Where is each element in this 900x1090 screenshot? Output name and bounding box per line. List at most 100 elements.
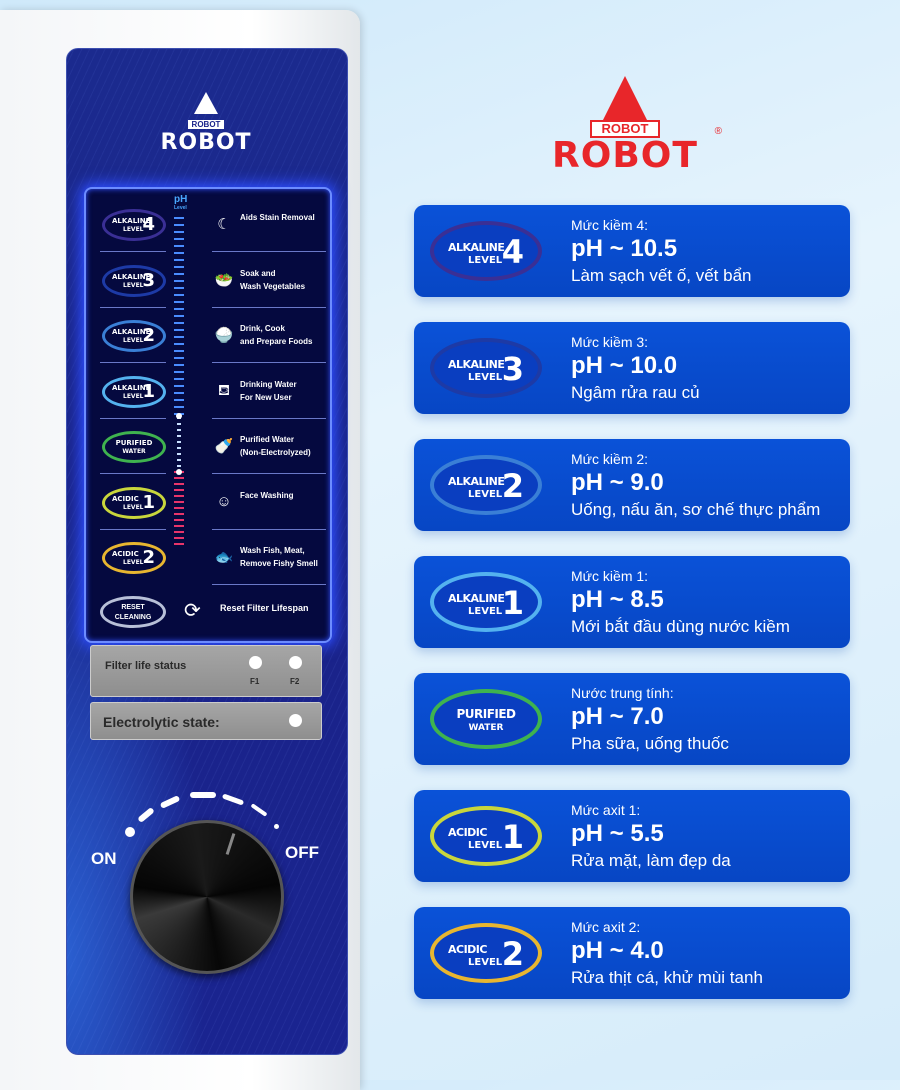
- badge-bottom-text: LEVEL: [468, 957, 503, 968]
- badge-number: 3: [501, 350, 524, 388]
- badge-bottom-text: LEVEL: [468, 606, 503, 617]
- vegetable-bowl-icon: 🥗: [214, 271, 234, 289]
- ph-label: pH: [174, 194, 188, 205]
- ph-scale-neutral: [177, 417, 181, 467]
- reset-filter-label: Reset Filter Lifespan: [220, 603, 309, 613]
- filter-life-status-box: Filter life status F1 F2: [90, 645, 322, 697]
- badge-top-text: PURIFIED: [456, 707, 516, 721]
- refresh-icon: ⟳: [184, 600, 201, 622]
- badge-bottom-text: LEVEL: [123, 503, 144, 511]
- divider: [100, 417, 166, 419]
- level-ph: pH ~ 4.0: [571, 937, 664, 964]
- divider: [212, 473, 326, 474]
- badge-bottom-text: LEVEL: [123, 337, 144, 344]
- badge-bottom-text: LEVEL: [123, 281, 144, 289]
- badge-number: 3: [142, 269, 155, 291]
- mode-use-text: Drinking Water For New User: [240, 379, 297, 402]
- level-title: Mức axit 1:: [571, 802, 641, 818]
- divider: [100, 362, 166, 363]
- divider: [212, 417, 326, 419]
- logo-small-text: ROBOT: [589, 120, 661, 138]
- badge-top-text: ACIDIC: [448, 826, 487, 839]
- badge-top-text: ALKALINE: [448, 358, 505, 371]
- divider: [212, 528, 326, 530]
- mode-use-text: Aids Stain Removal: [240, 213, 315, 222]
- badge-number: 1: [142, 491, 155, 513]
- panel-robot-logo: ROBOT ROBOT: [150, 92, 262, 154]
- fish-meat-bowl-icon: 🐟: [214, 549, 234, 566]
- moon-sparkle-icon: ☾: [217, 216, 231, 233]
- mode-use-text: Purified Water (Non-Electrolyzed): [240, 435, 311, 457]
- logo-big-text: ROBOT: [552, 135, 698, 176]
- level-title: Mức axit 2:: [571, 919, 641, 935]
- level-badge-purified-water: PURIFIED WATER: [430, 689, 542, 749]
- level-title: Mức kiềm 4:: [571, 217, 649, 233]
- badge-top-text: ALKALINE: [112, 217, 151, 225]
- badge-bottom-text: WATER: [468, 723, 504, 733]
- badge-number: 1: [142, 380, 155, 402]
- electrolytic-state-box: Electrolytic state:: [90, 702, 322, 740]
- level-ph: pH ~ 8.5: [571, 586, 664, 613]
- badge-top-text: ACIDIC: [112, 550, 139, 558]
- on-label: ON: [91, 849, 117, 868]
- divider: [100, 528, 166, 530]
- power-dial-knob[interactable]: [130, 820, 284, 974]
- electrolytic-label: Electrolytic state:: [103, 714, 220, 730]
- badge-top-text: ALKALINE: [112, 383, 151, 392]
- rice-bowl-icon: 🍚: [214, 327, 234, 344]
- water-jar-icon: ⛾: [217, 381, 231, 399]
- f1-label: F1: [250, 677, 260, 686]
- mode-use-text: Drink, Cook and Prepare Foods: [240, 324, 313, 346]
- filter-status-label: Filter life status: [105, 660, 187, 672]
- badge-top-text: ALKALINE: [448, 592, 505, 605]
- divider: [100, 306, 166, 308]
- badge-top-text: ACIDIC: [448, 943, 487, 956]
- mode-use-text: Wash Fish, Meat, Remove Fishy Smell: [240, 546, 318, 568]
- electrolytic-indicator-light: [289, 714, 302, 727]
- off-label: OFF: [285, 843, 319, 862]
- ph-scale-alkaline: [174, 217, 184, 417]
- level-ph: pH ~ 9.0: [571, 469, 664, 496]
- mode-use-text: Soak and Wash Vegetables: [240, 268, 306, 291]
- face-wash-icon: ☺: [216, 492, 232, 510]
- ph-dot: [176, 413, 182, 419]
- level-ph: pH ~ 10.5: [571, 235, 678, 262]
- f1-indicator-light: [249, 656, 262, 669]
- badge-bottom-text: LEVEL: [123, 559, 144, 566]
- level-title: Nước trung tính:: [571, 685, 674, 701]
- badge-bottom-text: LEVEL: [123, 226, 144, 233]
- badge-top-text: ALKALINE: [448, 475, 505, 488]
- level-title: Mức kiềm 1:: [571, 568, 649, 584]
- badge-top-text: ALKALINE: [448, 241, 505, 254]
- level-description: Rửa mặt, làm đẹp da: [571, 851, 731, 870]
- ph-dot: [176, 469, 182, 475]
- reset-bottom: CLEANING: [114, 614, 152, 621]
- robot-logo: ROBOT ROBOT ®: [530, 76, 722, 176]
- level-ph: pH ~ 5.5: [571, 820, 664, 847]
